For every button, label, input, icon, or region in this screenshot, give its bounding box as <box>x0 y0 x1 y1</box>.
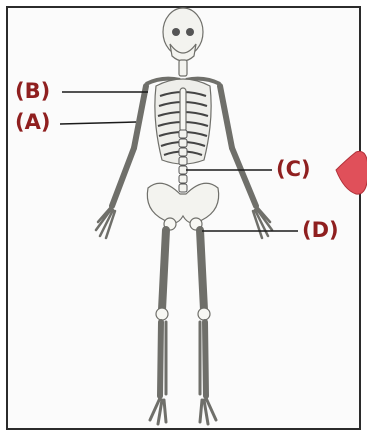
forearm-right <box>112 148 134 206</box>
leader-line-a <box>60 122 136 124</box>
label-a: (A) <box>15 112 50 133</box>
patella-left <box>198 308 210 320</box>
forearm-left <box>232 148 256 206</box>
femur-right <box>162 230 166 310</box>
label-c: (C) <box>276 159 311 180</box>
hand-left <box>253 206 272 238</box>
foot-right <box>150 398 166 424</box>
red-speech-blob-icon <box>336 151 367 194</box>
tibia-right <box>160 322 161 396</box>
patella-right <box>156 308 168 320</box>
humerus-right <box>134 86 146 148</box>
label-b: (B) <box>15 81 50 102</box>
vertebral-column <box>179 130 187 192</box>
skeleton-bones <box>96 8 272 424</box>
label-d: (D) <box>302 220 339 241</box>
humerus-left <box>220 86 232 148</box>
foot-left <box>200 398 216 424</box>
femur-left <box>200 230 204 310</box>
sternum <box>180 88 186 132</box>
neck <box>179 60 187 76</box>
hand-right <box>96 206 115 238</box>
skull <box>163 8 203 56</box>
tibia-left <box>205 322 206 396</box>
